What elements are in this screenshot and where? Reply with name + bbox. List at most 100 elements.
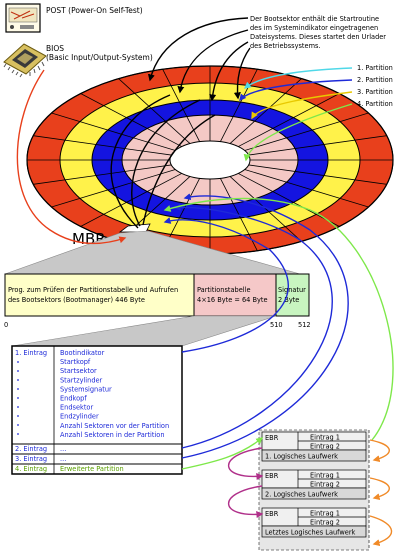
ebr-entry-1: Eintrag 1 <box>310 510 340 518</box>
logical-drive-label: Letztes Logisches Laufwerk <box>265 529 356 537</box>
sector-line <box>33 164 172 185</box>
bootloader-block <box>4 273 195 317</box>
ebr-entry-2: Eintrag 2 <box>310 481 340 489</box>
ellipsis-dot <box>17 406 19 408</box>
arrow-bootsector <box>209 41 249 102</box>
arrow-bootsector <box>147 17 249 82</box>
entry-2-value: ... <box>60 445 66 453</box>
sector-line <box>33 135 172 156</box>
offset-label: 510 <box>270 321 283 329</box>
arrow-partition-1 <box>243 67 353 89</box>
arrow-logical-drive <box>369 515 393 547</box>
arrow-mbr-to-bootsector <box>131 99 201 227</box>
ellipsis-dot <box>17 388 19 390</box>
signature-block <box>275 273 310 317</box>
sector-line <box>229 176 302 242</box>
sector-line <box>51 112 176 151</box>
entry-3-value: ... <box>60 455 66 463</box>
arrow-extended-area <box>163 197 394 441</box>
entry-3-label: 3. Eintrag <box>15 455 47 463</box>
arrow-ebr-link <box>228 485 264 519</box>
ebr-entry-1: Eintrag 1 <box>310 472 340 480</box>
bootsector-note-line: des Betriebssystems. <box>250 42 321 50</box>
ellipsis-dot <box>17 415 19 417</box>
ellipsis-dot <box>17 379 19 381</box>
ebr-entry-1: Eintrag 1 <box>310 434 340 442</box>
bios-chip-icon <box>3 43 47 78</box>
extended-partition-label: Erweiterte Partition <box>60 465 124 473</box>
entry-field: Anzahl Sektoren in der Partition <box>60 431 165 439</box>
logical-drive-label: 1. Logisches Laufwerk <box>265 453 338 461</box>
entry-field: Startkopf <box>60 358 91 366</box>
arrow-logical-drive <box>369 439 390 463</box>
entry-2-label: 2. Eintrag <box>15 445 47 453</box>
logical-drive-area <box>261 487 367 500</box>
signature-text: Signatur <box>278 286 306 294</box>
logical-drive-area <box>261 525 367 538</box>
entry-field: Startzylinder <box>60 376 103 384</box>
sector-line <box>229 78 302 144</box>
bootsector-note-line: des im Systemindikator eingetragenen <box>250 24 378 32</box>
entry-field: Bootindikator <box>60 349 105 357</box>
ellipsis-dot <box>17 424 19 426</box>
entry-4-label: 4. Eintrag <box>15 465 47 473</box>
partition-entry-table: 1. Eintrag BootindikatorStartkopfStartse… <box>11 345 183 475</box>
sector-line <box>244 169 369 208</box>
arrow-partition-2 <box>239 79 353 102</box>
arrow-bootsector <box>177 29 249 94</box>
ebr-label: EBR <box>265 472 279 480</box>
ebr-label: EBR <box>265 434 279 442</box>
post-label: POST (Power-On Self-Test) <box>46 6 143 15</box>
partition-table-block <box>193 273 277 317</box>
arrow-entry-2 <box>173 203 333 449</box>
table-zoom-funnel <box>11 315 277 347</box>
sector-line <box>248 164 387 185</box>
bootloader-text: des Bootsektors (Bootmanager) 446 Byte <box>8 296 145 304</box>
entry-field: Anzahl Sektoren vor der Partition <box>60 422 169 430</box>
ellipsis-dot <box>17 361 19 363</box>
sector-line <box>248 135 387 156</box>
ebr-entry-2: Eintrag 2 <box>310 519 340 527</box>
sector-line <box>80 173 182 227</box>
post-icon <box>5 3 41 33</box>
sector-line <box>219 69 258 142</box>
partition-label-2: 2. Partition <box>357 76 393 84</box>
sector-lines <box>27 66 393 254</box>
arrow-partition-3 <box>251 91 353 120</box>
partition-table-text: Partitionstabelle <box>197 286 251 294</box>
ebr-label: EBR <box>265 510 279 518</box>
sector-line <box>118 78 191 144</box>
logical-drive-area <box>261 449 367 462</box>
arrow-ebr-link <box>228 447 264 481</box>
ebr-entry-2: Eintrag 2 <box>310 443 340 451</box>
sector-line <box>238 173 340 227</box>
bios-sublabel: (Basic Input/Output-System) <box>46 53 153 62</box>
partition-label-1: 1. Partition <box>357 64 393 72</box>
arrow-entry-1 <box>163 217 289 353</box>
ellipsis-dot <box>17 433 19 435</box>
sector-line <box>80 93 182 147</box>
ellipsis-dot <box>17 397 19 399</box>
entry-field: Endzylinder <box>60 413 99 421</box>
offset-label: 0 <box>4 321 8 329</box>
arrow-bootsector <box>233 47 251 100</box>
arrow-extended-to-ebr <box>181 437 264 470</box>
arrow-entry-3 <box>181 193 349 459</box>
mbr-layout: Prog. zum Prüfen der Partitionstabelle u… <box>4 273 311 329</box>
entry-dots <box>17 361 19 435</box>
entry-field: Endkopf <box>60 395 87 403</box>
ellipsis-dot <box>17 370 19 372</box>
entry-field: Systemsignatur <box>60 385 112 393</box>
signature-text: 2 Byte <box>278 296 299 304</box>
partition-label-3: 3. Partition <box>357 88 393 96</box>
bootsector-note-line: Der Bootsektor enthält die Startroutine <box>250 15 379 23</box>
sector-line <box>238 93 340 147</box>
entry-field: Endsektor <box>60 404 93 412</box>
bootsector-note: Der Bootsektor enthält die Startroutine … <box>250 15 386 50</box>
bootsector-note-line: Dateisystems. Dieses startet den Urlader <box>250 33 386 41</box>
